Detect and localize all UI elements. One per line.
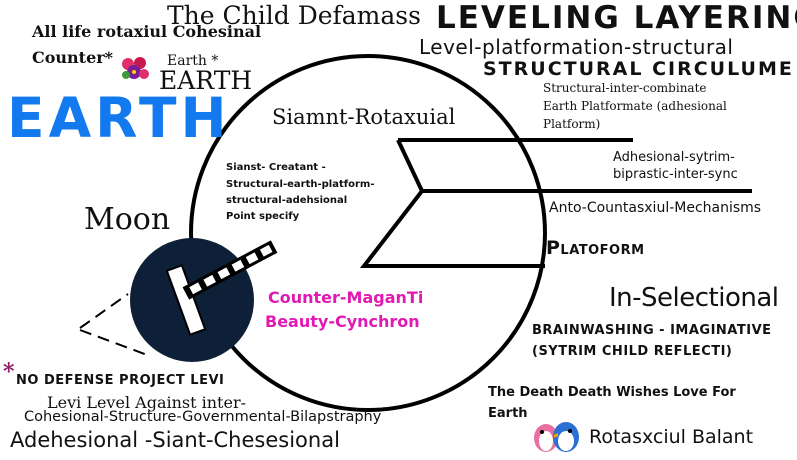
earth-serif-label: EARTH (159, 66, 253, 95)
rotasxciul-label: Rotasxciul Balant (589, 426, 754, 448)
flower-bouquet-icon (122, 57, 149, 79)
adehesional-label: Adehesional -Siant-Chesesional (10, 428, 340, 452)
moon-label: Moon (84, 202, 171, 237)
counter-maganti-line-1: Counter-MaganTi (268, 288, 424, 307)
earth-orbit-circle (189, 54, 547, 412)
death-wishes-line-2: Earth (488, 406, 528, 421)
sianst-line-4: Point specify (226, 211, 300, 222)
siamnt-label: Siamnt-Rotaxuial (272, 105, 456, 129)
in-selectional-label: In-Selectional (609, 283, 779, 313)
structural-inter-line-1: Structural-inter-combinate (543, 81, 707, 95)
platoform-label: Platoform (546, 237, 645, 259)
level-platformation-label: Level-platformation-structural (419, 35, 734, 59)
sianst-line-2: Structural-earth-platform- (226, 179, 375, 190)
brainwashing-line-2: (SYTRIM CHILD REFLECTI) (532, 344, 733, 359)
counter-label: Counter* (32, 48, 114, 67)
cohesional-label: Cohesional-Structure-Governmental-Bilaps… (24, 409, 382, 425)
earth-small-label: Earth * (167, 53, 219, 69)
penguin-couple-icon (534, 422, 579, 452)
beam-dash-upper (79, 293, 129, 329)
levi-level-label: Levi Level Against inter- (47, 393, 246, 412)
beam-dash-lower (79, 329, 151, 357)
sianst-line-3: structural-adehsional (226, 195, 348, 206)
lower-bracket-line (359, 189, 545, 268)
star-mark: * (3, 359, 15, 385)
sianst-line-1: Sianst- Creatant - (226, 162, 326, 173)
brainwashing-line-1: BRAINWASHING - IMAGINATIVE (532, 323, 772, 338)
death-wishes-line-1: The Death Death Wishes Love For (488, 385, 736, 400)
child-defamass-title: The Child Defamass (167, 1, 421, 30)
all-life-label: All life rotaxiul Cohesinal (32, 22, 262, 41)
anto-label: Anto-Countasxiul-Mechanisms (549, 200, 762, 216)
upper-bracket-line (396, 139, 752, 193)
structural-inter-line-2: Earth Platformate (adhesional (543, 99, 727, 113)
adhesional-sync-line-1: Adhesional-sytrim- (613, 150, 735, 165)
earth-big-heading: EARTH (7, 86, 231, 150)
structural-inter-line-3: Platform) (543, 117, 601, 131)
adhesional-sync-line-2: biprastic-inter-sync (613, 167, 738, 182)
counter-maganti-line-2: Beauty-Cynchron (265, 312, 420, 331)
structural-circulume-heading: STRUCTURAL CIRCULUME (483, 58, 794, 80)
moon-satellite-icon (130, 238, 278, 362)
leveling-layering-heading: LEVELING LAYERING (436, 0, 797, 36)
no-defense-label: NO DEFENSE PROJECT LEVI (16, 373, 225, 388)
